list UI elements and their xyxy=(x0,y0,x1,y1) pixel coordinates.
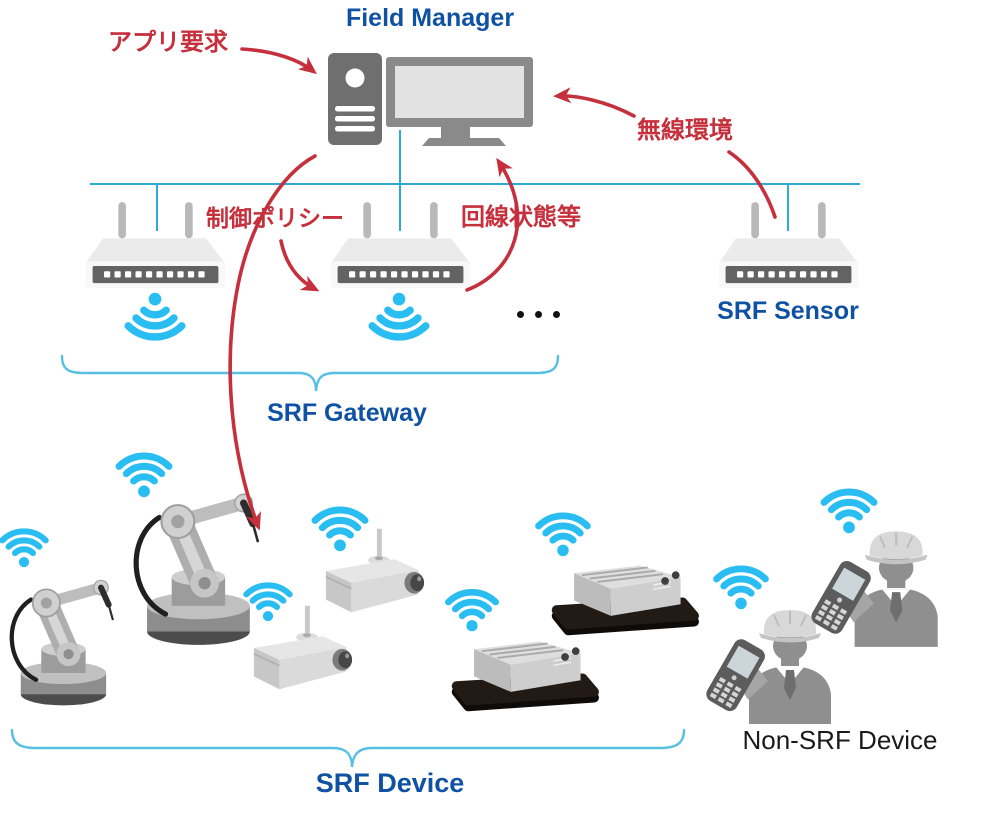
srf-device-label: SRF Device xyxy=(315,768,465,798)
agv-icon xyxy=(541,550,701,642)
field-manager-title: Field Manager xyxy=(345,4,515,32)
wifi-router-icon-sensor xyxy=(717,202,860,290)
desktop-pc-icon xyxy=(318,52,534,146)
line-status-label: 回線状態等 xyxy=(461,204,581,231)
ellipsis-dots: ・・・ xyxy=(517,311,560,318)
wifi-signal-down-icon xyxy=(354,292,444,352)
wifi-signal-icon xyxy=(527,502,599,557)
wifi-router-icon-gateway2 xyxy=(329,202,472,290)
wireless-env-label: 無線環境 xyxy=(637,117,733,144)
non-srf-device-label: Non-SRF Device xyxy=(742,725,938,755)
network-camera-icon xyxy=(320,523,428,618)
gateway-brace xyxy=(60,354,560,392)
robot-arm-icon xyxy=(2,547,130,717)
app-request-label: アプリ要求 xyxy=(108,29,228,56)
srf-sensor-label: SRF Sensor xyxy=(717,297,859,325)
srf-gateway-label: SRF Gateway xyxy=(267,399,427,427)
worker-with-handheld-icon xyxy=(807,517,959,647)
wifi-signal-down-icon xyxy=(110,292,200,352)
control-policy-label: 制御ポリシー xyxy=(206,205,344,231)
wifi-signal-icon xyxy=(437,579,507,632)
device-brace xyxy=(10,728,686,768)
